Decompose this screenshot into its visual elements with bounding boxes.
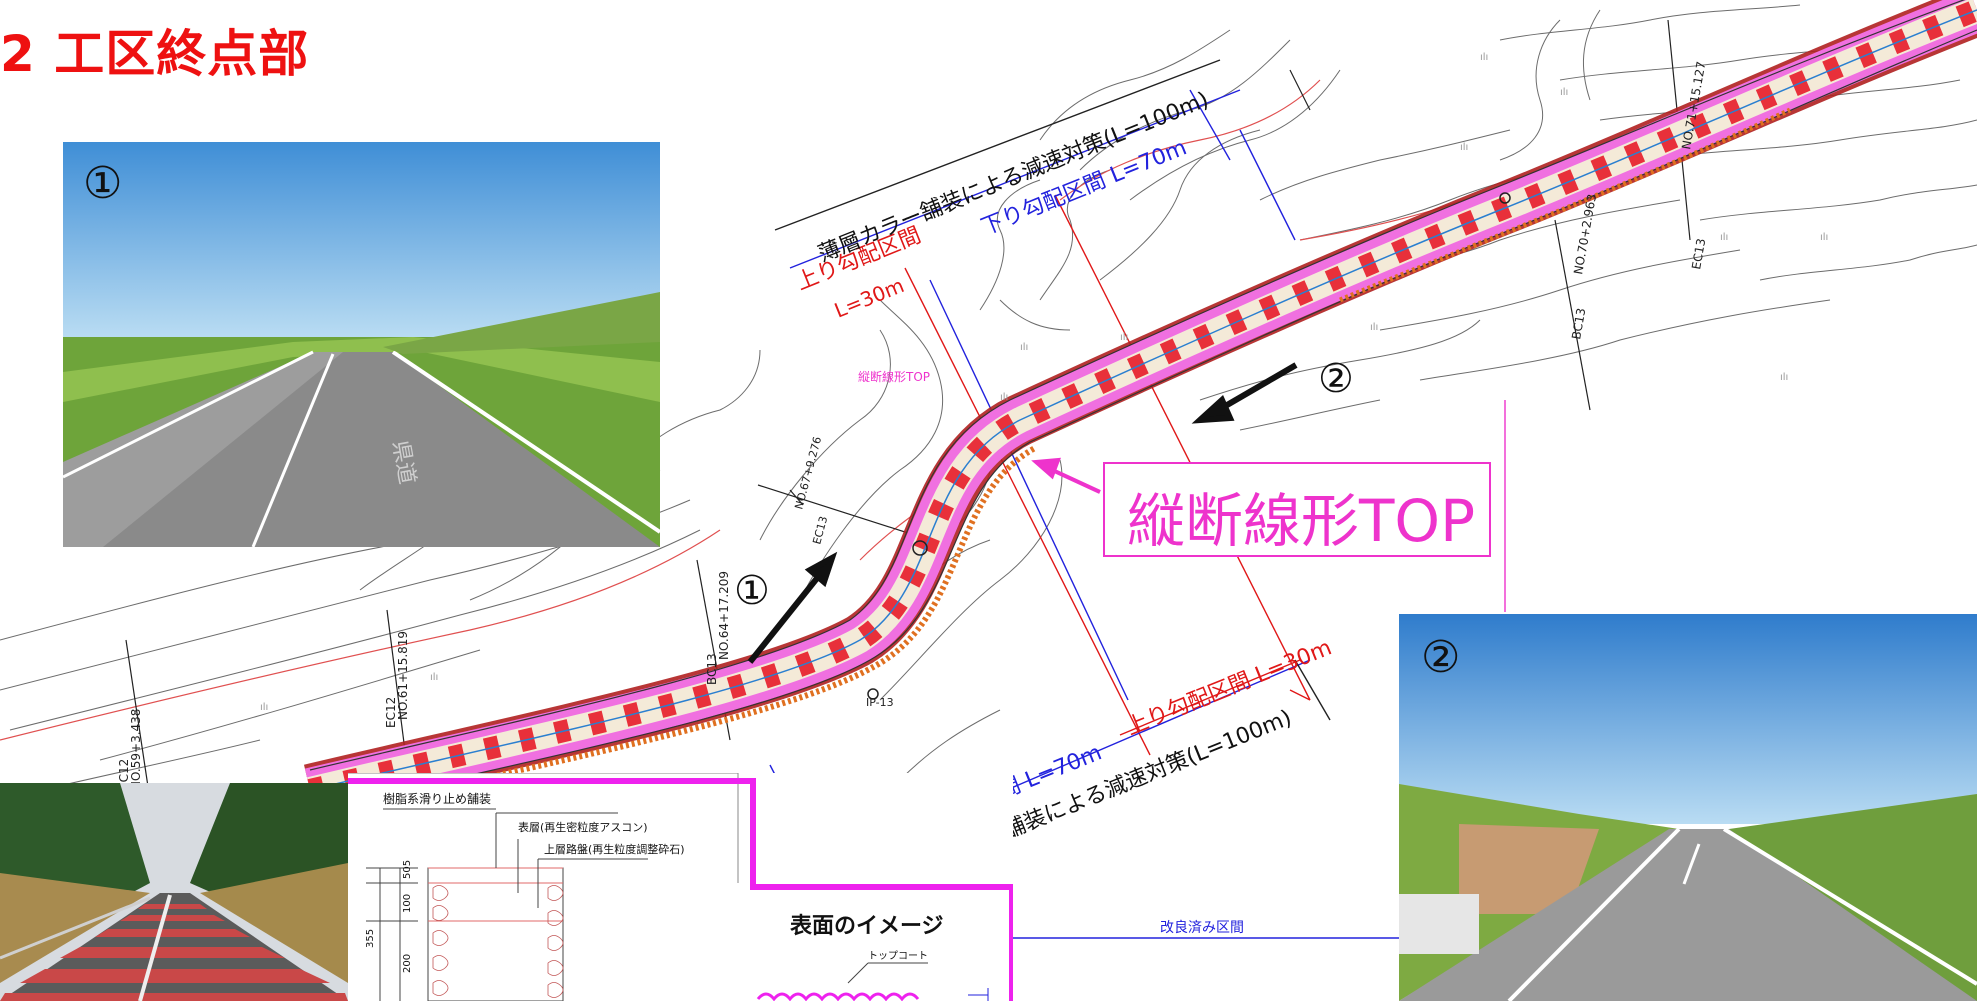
- svg-text:ılı: ılı: [1820, 232, 1828, 243]
- red-pavement-photo: [0, 783, 348, 1001]
- callout-arrow: [1031, 457, 1101, 494]
- svg-text:ılı: ılı: [430, 672, 438, 683]
- svg-text:ılı: ılı: [1120, 332, 1128, 343]
- callout-text: 縦断線形TOP: [1127, 487, 1476, 555]
- topcoat-label: トップコート: [868, 950, 928, 962]
- svg-text:ılı: ılı: [1370, 322, 1378, 333]
- thin-color-top-label: 薄層カラー舗装による減速対策(L=100m): [815, 88, 1213, 268]
- station-label-3: NO.64+17.209: [717, 571, 731, 660]
- small-vertical-top-label: 縦断線形TOP: [858, 369, 930, 384]
- surface-layer-label: 表層(再生密粒度アスコン): [518, 820, 648, 834]
- arrow-number-2: ②: [1318, 356, 1354, 402]
- road-photo-2-image: [1399, 614, 1977, 1001]
- svg-text:ılı: ılı: [1560, 87, 1568, 98]
- svg-text:ılı: ılı: [1460, 142, 1468, 153]
- photo-3-colored-pavement: [0, 783, 348, 1001]
- dim-200: 200: [402, 954, 413, 973]
- road-photo-1-image: 県道: [63, 142, 660, 547]
- curve-label-5: BC13: [1569, 307, 1588, 341]
- dim-355: 355: [365, 929, 376, 948]
- contour-lines: [0, 4, 1977, 801]
- arrow-number-1: ①: [734, 568, 770, 614]
- resin-label: 樹脂系滑り止め舗装: [383, 791, 491, 806]
- dim-505: 505: [402, 860, 413, 879]
- base-layer-label: 上層路盤(再生粒度調整砕石): [544, 842, 685, 856]
- svg-text:ılı: ılı: [1720, 232, 1728, 243]
- arrow-photo-1: [747, 551, 838, 664]
- curve-label-2: EC12: [384, 697, 398, 728]
- improved-section-label: 改良済み区間: [1160, 920, 1244, 936]
- road-alignment: [303, 0, 1977, 821]
- ip-label: IP-13: [866, 696, 894, 709]
- svg-text:ılı: ılı: [1020, 342, 1028, 353]
- page-title: 2 工区終点部: [0, 25, 310, 83]
- curve-label-1: EC12: [117, 759, 131, 790]
- surface-image-title: 表面のイメージ: [790, 914, 944, 939]
- svg-text:ılı: ılı: [1780, 372, 1788, 383]
- station-label-2: NO.61+15.819: [396, 631, 410, 720]
- photo-2-number: ②: [1421, 632, 1461, 683]
- curve-label-6: EC13: [1689, 237, 1708, 270]
- svg-text:ılı: ılı: [1000, 392, 1008, 403]
- cross-section-panel: 樹脂系滑り止め舗装 表層(再生密粒度アスコン) 上層路盤(再生粒度調整砕石) 5…: [348, 772, 1015, 1002]
- vertical-alignment-top-callout: 縦断線形TOP: [1103, 462, 1491, 557]
- curve-label-4: EC13: [810, 515, 830, 546]
- svg-text:ılı: ılı: [1480, 52, 1488, 63]
- station-label-1: NO.59+3.438: [129, 709, 143, 790]
- svg-text:ılı: ılı: [260, 702, 268, 713]
- dim-100: 100: [402, 894, 413, 913]
- station-label-4: NO.67+9.276: [792, 435, 824, 510]
- pavement-cross-section: 樹脂系滑り止め舗装 表層(再生密粒度アスコン) 上層路盤(再生粒度調整砕石) 5…: [348, 772, 1015, 1002]
- arrow-photo-2: [1191, 362, 1298, 424]
- curve-label-3: BC13: [705, 653, 719, 685]
- photo-1: 県道 ①: [63, 142, 660, 547]
- photo-2: ②: [1399, 614, 1977, 1001]
- photo-1-number: ①: [83, 158, 123, 209]
